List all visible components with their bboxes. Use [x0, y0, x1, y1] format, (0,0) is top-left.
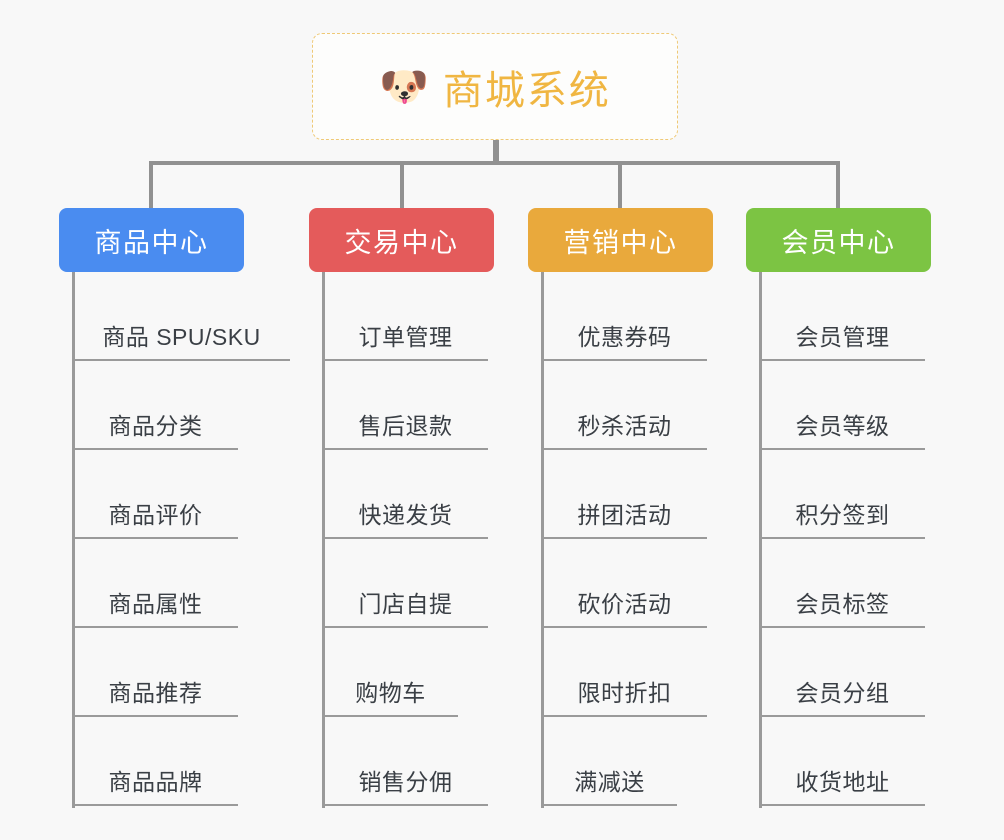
category-title: 营销中心 — [563, 227, 678, 258]
leaf-label: 订单管理 — [358, 324, 453, 350]
leaf-item[interactable]: 商品评价 — [73, 450, 238, 539]
leaf-item[interactable]: 商品属性 — [73, 539, 238, 628]
leaf-item[interactable]: 商品分类 — [73, 361, 238, 450]
leaf-item[interactable]: 拼团活动 — [542, 450, 707, 539]
leaf-item[interactable]: 商品 SPU/SKU — [73, 272, 290, 361]
connector-root-stem — [493, 140, 499, 164]
leaf-label: 收货地址 — [795, 769, 890, 795]
connector-drop-4 — [836, 161, 840, 210]
connector-bus — [149, 161, 840, 165]
leaf-label: 商品分类 — [108, 413, 203, 439]
leaf-item[interactable]: 会员分组 — [760, 628, 925, 717]
category-header-trade-center[interactable]: 交易中心 — [309, 208, 494, 272]
leaf-label: 会员管理 — [795, 324, 890, 350]
leaf-item[interactable]: 销售分佣 — [323, 717, 488, 806]
category-title: 会员中心 — [781, 227, 896, 258]
leaf-item[interactable]: 订单管理 — [323, 272, 488, 361]
leaf-item[interactable]: 售后退款 — [323, 361, 488, 450]
category-header-member-center[interactable]: 会员中心 — [746, 208, 931, 272]
leaf-label: 商品属性 — [108, 591, 203, 617]
leaf-label: 限时折扣 — [577, 680, 672, 706]
leaf-item[interactable]: 会员管理 — [760, 272, 925, 361]
leaf-item[interactable]: 购物车 — [323, 628, 458, 717]
leaf-label: 会员等级 — [795, 413, 890, 439]
leaf-label: 销售分佣 — [358, 769, 453, 795]
leaf-label: 购物车 — [355, 680, 426, 706]
leaf-item[interactable]: 秒杀活动 — [542, 361, 707, 450]
leaf-item[interactable]: 积分签到 — [760, 450, 925, 539]
leaf-label: 商品品牌 — [108, 769, 203, 795]
leaf-item[interactable]: 快递发货 — [323, 450, 488, 539]
column-trunk — [72, 272, 75, 808]
leaf-label: 优惠券码 — [577, 324, 672, 350]
column-trunk — [759, 272, 762, 808]
leaf-label: 商品评价 — [108, 502, 203, 528]
leaf-label: 售后退款 — [358, 413, 453, 439]
leaf-label: 积分签到 — [795, 502, 890, 528]
leaf-item[interactable]: 收货地址 — [760, 717, 925, 806]
leaf-item[interactable]: 商品品牌 — [73, 717, 238, 806]
leaf-item[interactable]: 满减送 — [542, 717, 677, 806]
root-node[interactable]: 🐶 商城系统 — [312, 33, 678, 140]
leaf-label: 秒杀活动 — [577, 413, 672, 439]
leaf-label: 会员标签 — [795, 591, 890, 617]
category-title: 商品中心 — [94, 227, 209, 258]
leaf-item[interactable]: 门店自提 — [323, 539, 488, 628]
category-header-marketing-center[interactable]: 营销中心 — [528, 208, 713, 272]
connector-drop-1 — [149, 161, 153, 210]
leaf-item[interactable]: 商品推荐 — [73, 628, 238, 717]
leaf-label: 商品推荐 — [108, 680, 203, 706]
leaf-label: 快递发货 — [358, 502, 453, 528]
column-trunk — [322, 272, 325, 808]
leaf-label: 门店自提 — [358, 591, 453, 617]
category-title: 交易中心 — [344, 227, 459, 258]
leaf-label: 会员分组 — [795, 680, 890, 706]
leaf-item[interactable]: 会员等级 — [760, 361, 925, 450]
leaf-item[interactable]: 优惠券码 — [542, 272, 707, 361]
connector-drop-2 — [400, 161, 404, 210]
leaf-label: 商品 SPU/SKU — [102, 324, 261, 350]
column-trunk — [541, 272, 544, 808]
category-header-product-center[interactable]: 商品中心 — [59, 208, 244, 272]
leaf-item[interactable]: 会员标签 — [760, 539, 925, 628]
connector-drop-3 — [618, 161, 622, 210]
leaf-label: 砍价活动 — [577, 591, 672, 617]
shiba-dog-face-icon: 🐶 — [379, 64, 429, 109]
root-title: 商城系统 — [442, 68, 611, 113]
leaf-label: 拼团活动 — [577, 502, 672, 528]
leaf-item[interactable]: 砍价活动 — [542, 539, 707, 628]
leaf-item[interactable]: 限时折扣 — [542, 628, 707, 717]
leaf-label: 满减送 — [574, 769, 645, 795]
